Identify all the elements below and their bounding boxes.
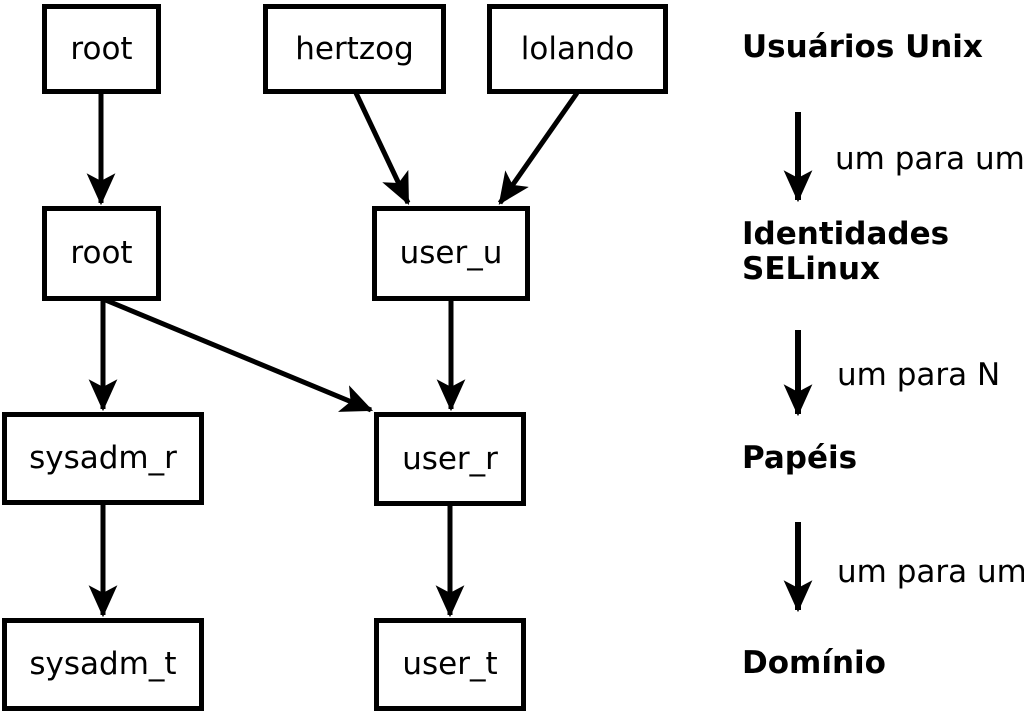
node-unix-user-hertzog: hertzog bbox=[263, 4, 446, 94]
node-selinux-identity-user-u: user_u bbox=[372, 206, 530, 301]
node-unix-user-lolando: lolando bbox=[487, 4, 668, 94]
node-unix-user-root: root bbox=[42, 4, 161, 94]
node-label: sysadm_t bbox=[29, 646, 177, 682]
node-role-sysadm-r: sysadm_r bbox=[2, 412, 204, 505]
node-selinux-identity-root: root bbox=[42, 206, 161, 301]
legend-level-unix-users: Usuários Unix bbox=[742, 29, 983, 65]
node-domain-sysadm-t: sysadm_t bbox=[2, 618, 204, 711]
edge-lolando-to-user-u bbox=[497, 91, 580, 205]
legend-relation-one-to-one: um para um bbox=[835, 141, 1024, 177]
node-label: sysadm_r bbox=[29, 440, 177, 476]
legend-relation-one-to-n: um para N bbox=[837, 357, 1001, 393]
node-label: user_r bbox=[402, 440, 498, 477]
node-label: user_t bbox=[402, 646, 498, 682]
edge-selinux-root-to-user-r bbox=[102, 296, 374, 413]
edge-hertzog-to-user-u bbox=[353, 91, 411, 206]
legend-level-domain: Domínio bbox=[742, 645, 886, 681]
node-label: hertzog bbox=[295, 30, 414, 67]
node-role-user-r: user_r bbox=[374, 412, 526, 506]
node-label: root bbox=[70, 30, 133, 67]
legend-relation-one-to-one-2: um para um bbox=[837, 554, 1024, 590]
node-label: root bbox=[70, 235, 133, 271]
node-label: lolando bbox=[520, 30, 635, 67]
legend-level-selinux-identities: Identidades SELinux bbox=[742, 217, 949, 287]
node-domain-user-t: user_t bbox=[374, 618, 526, 711]
legend-level-roles: Papéis bbox=[742, 440, 858, 476]
legend-level-selinux-identities-line1: Identidades bbox=[742, 216, 950, 252]
node-label: user_u bbox=[399, 235, 503, 271]
legend-level-selinux-identities-line2: SELinux bbox=[742, 251, 881, 287]
